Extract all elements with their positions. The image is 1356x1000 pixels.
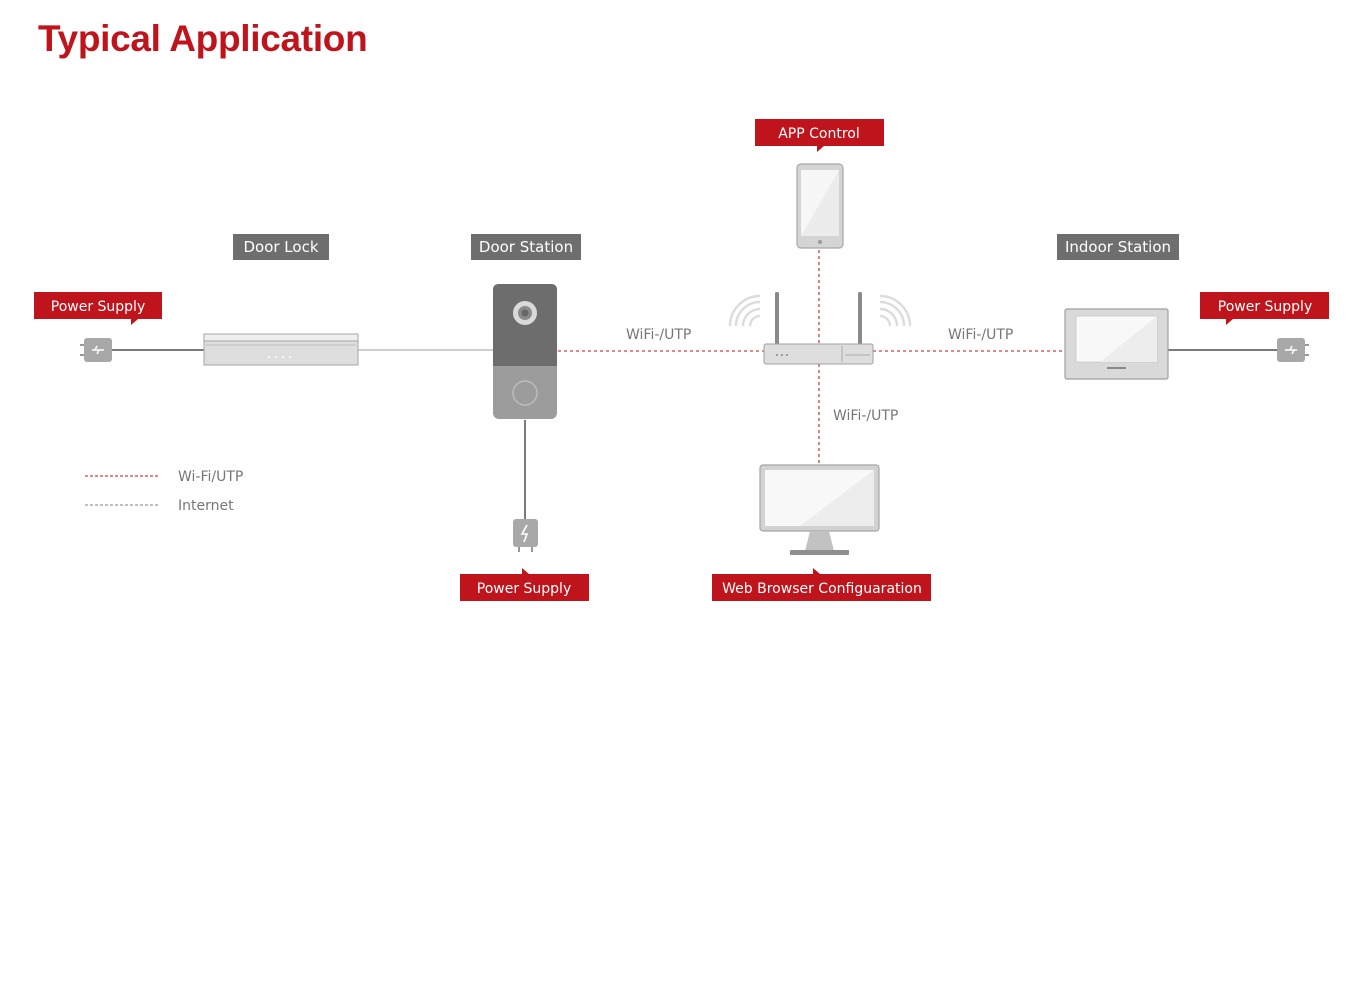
monitor-icon	[759, 464, 880, 555]
page-title: Typical Application	[38, 18, 368, 59]
legend-internet-label: Internet	[178, 498, 234, 514]
power-plug-icon	[1277, 338, 1309, 362]
wifi-signal-icon	[879, 294, 912, 327]
door-lock-icon	[203, 333, 359, 366]
link-label-router-pc: WiFi-/UTP	[833, 408, 898, 424]
svg-text:Indoor Station: Indoor Station	[1065, 238, 1171, 256]
link-label-router-indoor: WiFi-/UTP	[948, 327, 1013, 343]
power-plug-icon	[513, 519, 538, 552]
label-indoor-station: Indoor Station	[1057, 234, 1179, 260]
legend-wifi-label: Wi-Fi/UTP	[178, 469, 243, 485]
label-door-lock: Door Lock	[233, 234, 329, 260]
label-door-station: Door Station	[471, 234, 581, 260]
legend: Wi-Fi/UTP Internet	[85, 469, 243, 514]
svg-text:Power Supply: Power Supply	[1218, 299, 1313, 315]
indoor-station-icon	[1064, 308, 1169, 380]
label-power-supply-left: Power Supply	[34, 292, 162, 325]
wifi-signal-icon	[728, 294, 761, 327]
label-web-browser: Web Browser Configuaration	[712, 568, 931, 601]
link-label-door-router: WiFi-/UTP	[626, 327, 691, 343]
svg-text:Power Supply: Power Supply	[477, 581, 572, 597]
door-station-icon	[493, 284, 557, 419]
svg-text:Door Lock: Door Lock	[243, 238, 318, 256]
connections	[112, 250, 1278, 519]
label-power-supply-bottom: Power Supply	[460, 568, 589, 601]
router-icon	[763, 292, 874, 365]
svg-text:APP Control: APP Control	[778, 126, 860, 142]
label-app-control: APP Control	[755, 119, 884, 152]
svg-text:Door Station: Door Station	[479, 238, 573, 256]
label-power-supply-right: Power Supply	[1200, 292, 1329, 325]
power-plug-icon	[80, 338, 112, 362]
svg-text:Web Browser Configuaration: Web Browser Configuaration	[722, 581, 922, 597]
svg-text:Power Supply: Power Supply	[51, 299, 146, 315]
smartphone-icon	[796, 163, 844, 249]
